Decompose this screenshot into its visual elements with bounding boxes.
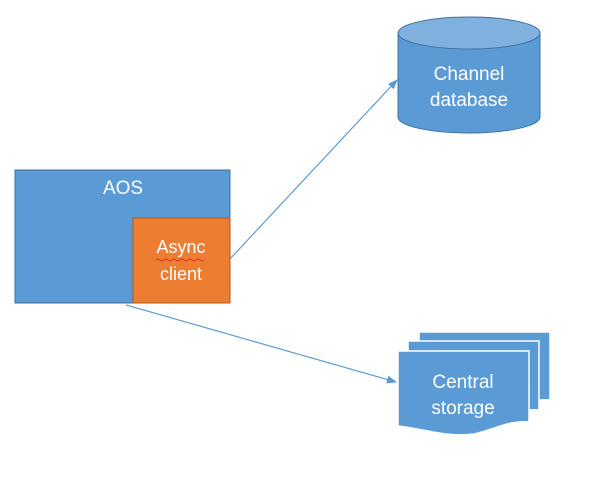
arrow-async-to-channel-database [228, 79, 398, 261]
aos-label: AOS [103, 178, 143, 199]
arrow-aos-to-central-storage [125, 304, 397, 384]
channel-database-node[interactable]: Channel database [397, 16, 541, 134]
central-storage-label-line1: Central [432, 372, 493, 393]
channel-database-label-line2: database [430, 90, 508, 111]
async-client-label-line1: Async [156, 237, 205, 257]
async-client-node[interactable]: Async client [132, 217, 231, 304]
async-client-label-line2: client [160, 264, 202, 284]
channel-database-label-line1: Channel [434, 64, 505, 85]
spellcheck-underline [155, 258, 205, 262]
storage-front-page [397, 350, 530, 436]
central-storage-label-line2: storage [431, 398, 494, 419]
central-storage-node[interactable]: Central storage [397, 331, 551, 436]
